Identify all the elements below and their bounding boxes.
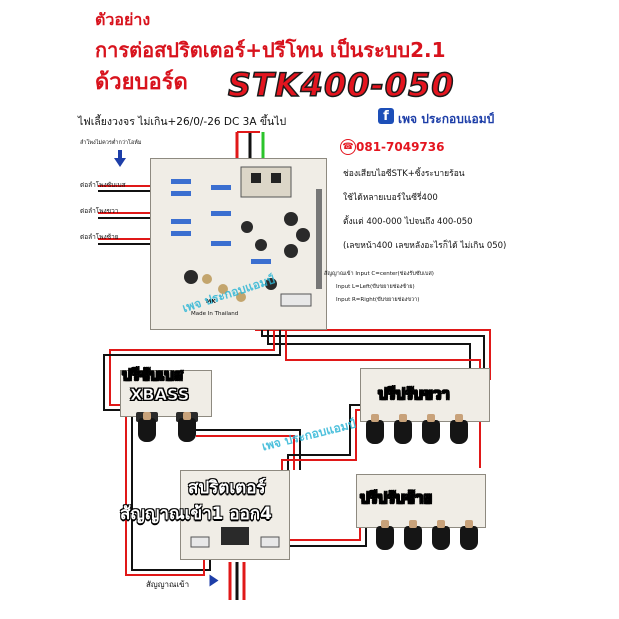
pre-right-knob-4[interactable] (450, 414, 468, 444)
input-note-right: Input R=Right(ขับขยายช่องขวา) (336, 297, 420, 303)
pre-bass-knob-2[interactable] (178, 412, 196, 442)
title-example: ตัวอย่าง (95, 10, 151, 29)
pre-left-knob-3[interactable] (432, 520, 450, 550)
signal-wire-c (109, 292, 275, 406)
arrow-down-icon (114, 158, 126, 167)
label-speaker-bass: ต่อลำโพงซับเบส (80, 181, 126, 189)
arrow-down-icon-stem (118, 150, 122, 158)
pre-bass-label: ปรีซับเบส (122, 366, 184, 385)
pre-bass-board (120, 370, 212, 417)
arrow-right-icon (209, 574, 219, 587)
title-board-prefix: ด้วยบอร์ด (95, 70, 188, 95)
pre-left-knob-4[interactable] (460, 520, 478, 550)
power-spec: ไฟเลี้ยงวงจร ไม่เกิน+26/0/-26 DC 3A ขึ้น… (78, 116, 287, 128)
label-speaker-left: ต่อลำโพงซ้าย (80, 233, 119, 241)
splitter-board (180, 470, 290, 560)
splitter-io-label: สัญญาณเข้า1 ออก4 (120, 504, 272, 524)
input-note-left: Input L=Left(ขับขยายช่องซ้าย) (336, 284, 415, 290)
board-brand: MK (206, 299, 216, 305)
pre-right-knob-3[interactable] (422, 414, 440, 444)
note-series: ใช้ได้หลายเบอร์ในซีรี่400 (343, 193, 438, 203)
main-amp-board: MK Made In Thailand (150, 158, 327, 330)
signal-in-label: สัญญาณเข้า (146, 580, 190, 589)
pre-left-knob-2[interactable] (404, 520, 422, 550)
phone-number[interactable]: 081-7049736 (356, 140, 445, 154)
facebook-page[interactable]: เพจ ประกอบแอมป์ (398, 112, 495, 126)
pre-right-label: ปรีปรับขวา (378, 385, 450, 404)
diagram-canvas: ตัวอย่าง การต่อสปริตเตอร์+ปรีโทน เป็นระบ… (60, 0, 560, 619)
pre-left-label: ปรีปรับซ้าย (360, 489, 433, 508)
title-model: STK400-050 (227, 65, 455, 105)
label-speaker-right: ต่อลำโพงขวา (80, 207, 119, 215)
pre-left-knob-1[interactable] (376, 520, 394, 550)
note-stk-socket: ช่องเสียบไอซีSTK+ซิ้งระบายร้อน (343, 169, 465, 179)
board-made-in: Made In Thailand (191, 311, 239, 317)
pre-right-knob-2[interactable] (394, 414, 412, 444)
note-numbering: (เลขหน้า400 เลขหลังอะไรก็ได้ ไม่เกิน 050… (343, 241, 507, 251)
input-note-center: สัญญาณเข้า Input C=center(ช่องรับซับเบส) (324, 271, 434, 277)
phone-icon: ☎ (340, 139, 356, 155)
pre-right-board (360, 368, 490, 422)
pre-bass-knob-1[interactable] (138, 412, 156, 442)
pre-right-knob-1[interactable] (366, 414, 384, 444)
speaker-warning: ลำโพงไม่ควรต่ำกว่าโอห์ม (80, 140, 142, 146)
title-description: การต่อสปริตเตอร์+ปรีโทน เป็นระบบ2.1 (95, 38, 446, 62)
splitter-label: สปริตเตอร์ (188, 478, 266, 498)
note-range: ตั้งแต่ 400-000 ไปจนถึง 400-050 (343, 217, 473, 227)
xbass-label: XBASS (130, 385, 190, 405)
facebook-icon: f (378, 108, 394, 124)
